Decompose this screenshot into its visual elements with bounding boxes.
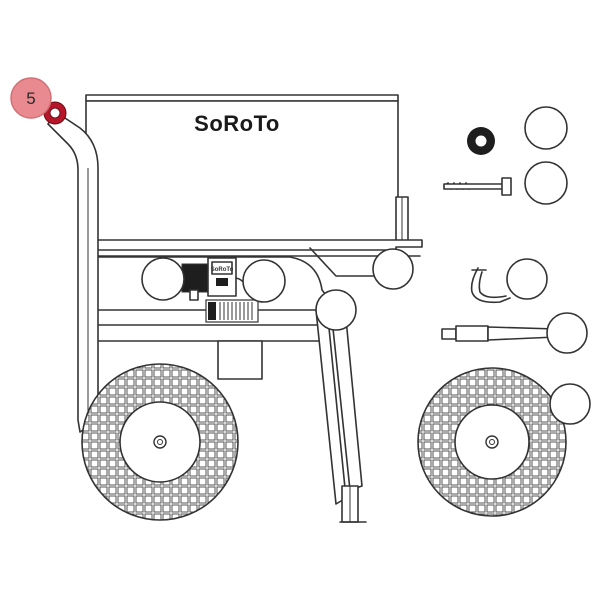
part-circle-2 — [524, 161, 568, 205]
support-legs — [315, 297, 367, 523]
tub-side-bracket — [395, 196, 409, 243]
left-wheel — [81, 363, 239, 521]
part-clip — [470, 267, 511, 304]
under-frame-box — [217, 340, 263, 380]
callout-number: 5 — [26, 89, 35, 108]
panel-label: SoRoTo — [211, 267, 234, 273]
motor-unit: SoRoTo — [181, 257, 259, 323]
part-circle-4 — [546, 312, 588, 354]
callout-badge[interactable]: 5 — [10, 77, 52, 119]
part-circle-3 — [506, 258, 548, 300]
part-circle-5 — [549, 383, 591, 425]
right-wheel — [417, 367, 567, 517]
part-shaft-pin — [441, 325, 557, 342]
part-washer — [467, 127, 495, 155]
handle-cap-part[interactable] — [43, 101, 67, 125]
handle-tube — [47, 111, 99, 433]
mixer-tub: SoRoTo — [85, 94, 399, 242]
part-bolt — [443, 177, 512, 196]
brand-label: SoRoTo — [194, 111, 280, 136]
part-marker-circles — [141, 248, 414, 331]
part-circle-1 — [524, 106, 568, 150]
motor-fins — [208, 302, 253, 320]
